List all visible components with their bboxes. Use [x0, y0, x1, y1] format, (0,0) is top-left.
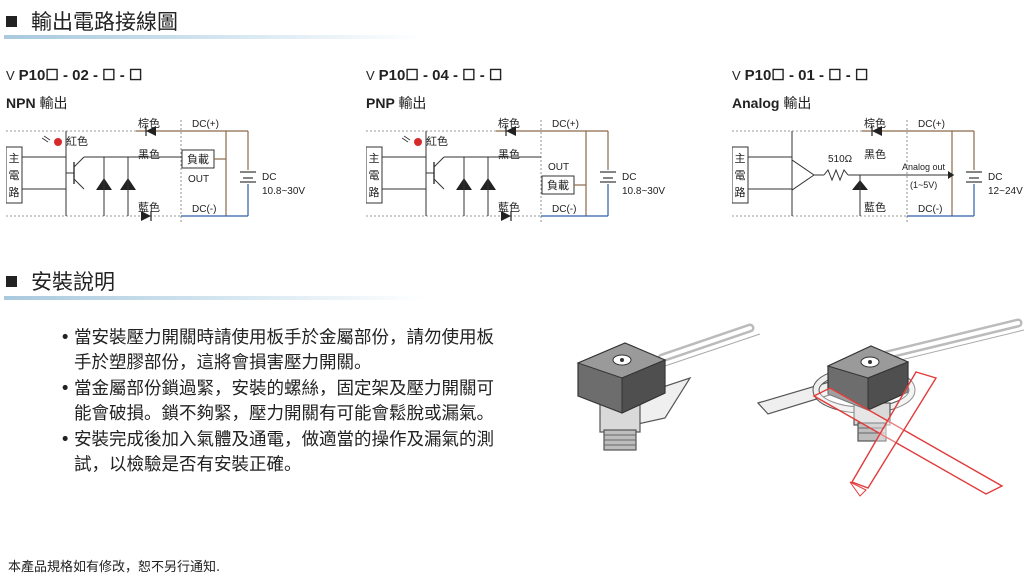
- resistor-icon: [823, 168, 849, 182]
- model-number: P10☐ - 04 - ☐ - ☐: [378, 67, 503, 84]
- transistor-icon: [426, 156, 445, 190]
- instruction-item: 當安裝壓力開關時請使用板手於金屬部份，請勿使用板 手於塑膠部份，這將會損害壓力開…: [60, 326, 540, 376]
- instruction-item: 安裝完成後加入氣體及通電，做適當的操作及漏氣的測 試，以檢驗是否有安裝正確。: [60, 428, 540, 478]
- brown-wire-label: 棕色: [864, 116, 886, 130]
- output-type: PNP 輸出: [366, 93, 426, 113]
- black-wire-label: 黑色: [498, 147, 520, 161]
- main-circuit-box: [732, 146, 749, 204]
- incorrect-install-illustration: [756, 318, 1025, 497]
- output-type: NPN 輸出: [6, 93, 67, 113]
- main-circuit-label: 電: [735, 169, 746, 182]
- analog-out-label: Analog out: [902, 162, 946, 172]
- dc-plus-label: DC(+): [552, 119, 579, 130]
- blue-wire-label: 藍色: [498, 200, 520, 214]
- diode-icon: [141, 211, 151, 221]
- load-label: 負載: [187, 153, 209, 166]
- led-light-icon: [401, 135, 411, 143]
- diode-icon: [506, 126, 516, 136]
- model-prefix: V: [6, 68, 15, 83]
- output-suffix: 輸出: [783, 96, 812, 112]
- model-number: P10☐ - 01 - ☐ - ☐: [744, 67, 869, 84]
- correct-install-illustration: [576, 323, 761, 451]
- analog-range-label: (1~5V): [910, 180, 937, 190]
- square-bullet-icon: [6, 275, 17, 287]
- diode-icon: [501, 211, 511, 221]
- brown-wire-label: 棕色: [498, 116, 520, 130]
- output-suffix: 輸出: [39, 96, 68, 112]
- main-circuit-label: 主: [735, 152, 746, 165]
- section-output-circuit-title: 輸出電路接線圖: [6, 6, 178, 36]
- main-circuit-label: 路: [9, 186, 20, 199]
- led-icon: [54, 138, 62, 146]
- black-wire-label: 黑色: [864, 147, 886, 161]
- main-circuit-box: [366, 146, 383, 204]
- main-circuit-label: 電: [369, 169, 380, 182]
- instruction-item: 當金屬部份鎖過緊，安裝的螺絲，固定架及壓力開關可 能會破損。鎖不夠緊，壓力開關有…: [60, 377, 540, 427]
- output-type-label: NPN: [6, 95, 36, 111]
- diode-icon: [146, 126, 156, 136]
- dc-label: DC: [988, 172, 1002, 183]
- load-label: 負載: [547, 179, 569, 192]
- main-circuit-label: 主: [9, 152, 20, 165]
- black-wire-label: 黑色: [138, 147, 160, 161]
- brown-wire-label: 棕色: [138, 116, 160, 130]
- dc-minus-label: DC(-): [192, 204, 216, 215]
- output-type: Analog 輸出: [732, 93, 811, 113]
- main-circuit-box: [6, 146, 23, 204]
- out-label: OUT: [548, 162, 569, 173]
- voltage-label: 12~24V: [988, 186, 1023, 197]
- led-label: 紅色: [426, 134, 448, 148]
- blue-wire-label: 藍色: [138, 200, 160, 214]
- main-circuit-label: 路: [369, 186, 380, 199]
- diode-icon: [872, 126, 882, 136]
- footer-note: 本產品規格如有修改，恕不另行通知.: [8, 560, 221, 575]
- amplifier-icon: [791, 159, 815, 191]
- cross-mark-icon: [812, 371, 1004, 497]
- arrow-right-icon: [948, 171, 954, 179]
- main-circuit-label: 路: [735, 186, 746, 199]
- section-underline: [4, 35, 424, 39]
- installation-instructions: 當安裝壓力開關時請使用板手於金屬部份，請勿使用板 手於塑膠部份，這將會損害壓力開…: [60, 326, 540, 479]
- resistor-label: 510Ω: [828, 154, 853, 165]
- dc-label: DC: [262, 172, 276, 183]
- model-prefix: V: [366, 68, 375, 83]
- voltage-label: 10.8~30V: [622, 186, 665, 197]
- model-prefix: V: [732, 68, 741, 83]
- section-installation-title: 安裝說明: [6, 266, 115, 296]
- voltage-label: 10.8~30V: [262, 186, 305, 197]
- output-type-label: PNP: [366, 95, 395, 111]
- led-icon: [414, 138, 422, 146]
- main-circuit-label: 主: [369, 152, 380, 165]
- led-label: 紅色: [66, 134, 88, 148]
- out-label: OUT: [188, 174, 209, 185]
- blue-wire-label: 藍色: [864, 200, 886, 214]
- transistor-icon: [66, 156, 85, 190]
- dc-plus-label: DC(+): [918, 119, 945, 130]
- section-underline: [4, 296, 424, 300]
- dc-plus-label: DC(+): [192, 119, 219, 130]
- model-number: P10☐ - 02 - ☐ - ☐: [18, 67, 143, 84]
- dc-minus-label: DC(-): [552, 204, 576, 215]
- dc-label: DC: [622, 172, 636, 183]
- led-light-icon: [41, 135, 51, 143]
- main-circuit-label: 電: [9, 169, 20, 182]
- dc-minus-label: DC(-): [918, 204, 942, 215]
- output-suffix: 輸出: [398, 96, 427, 112]
- square-bullet-icon: [6, 15, 17, 27]
- output-type-label: Analog: [732, 95, 780, 111]
